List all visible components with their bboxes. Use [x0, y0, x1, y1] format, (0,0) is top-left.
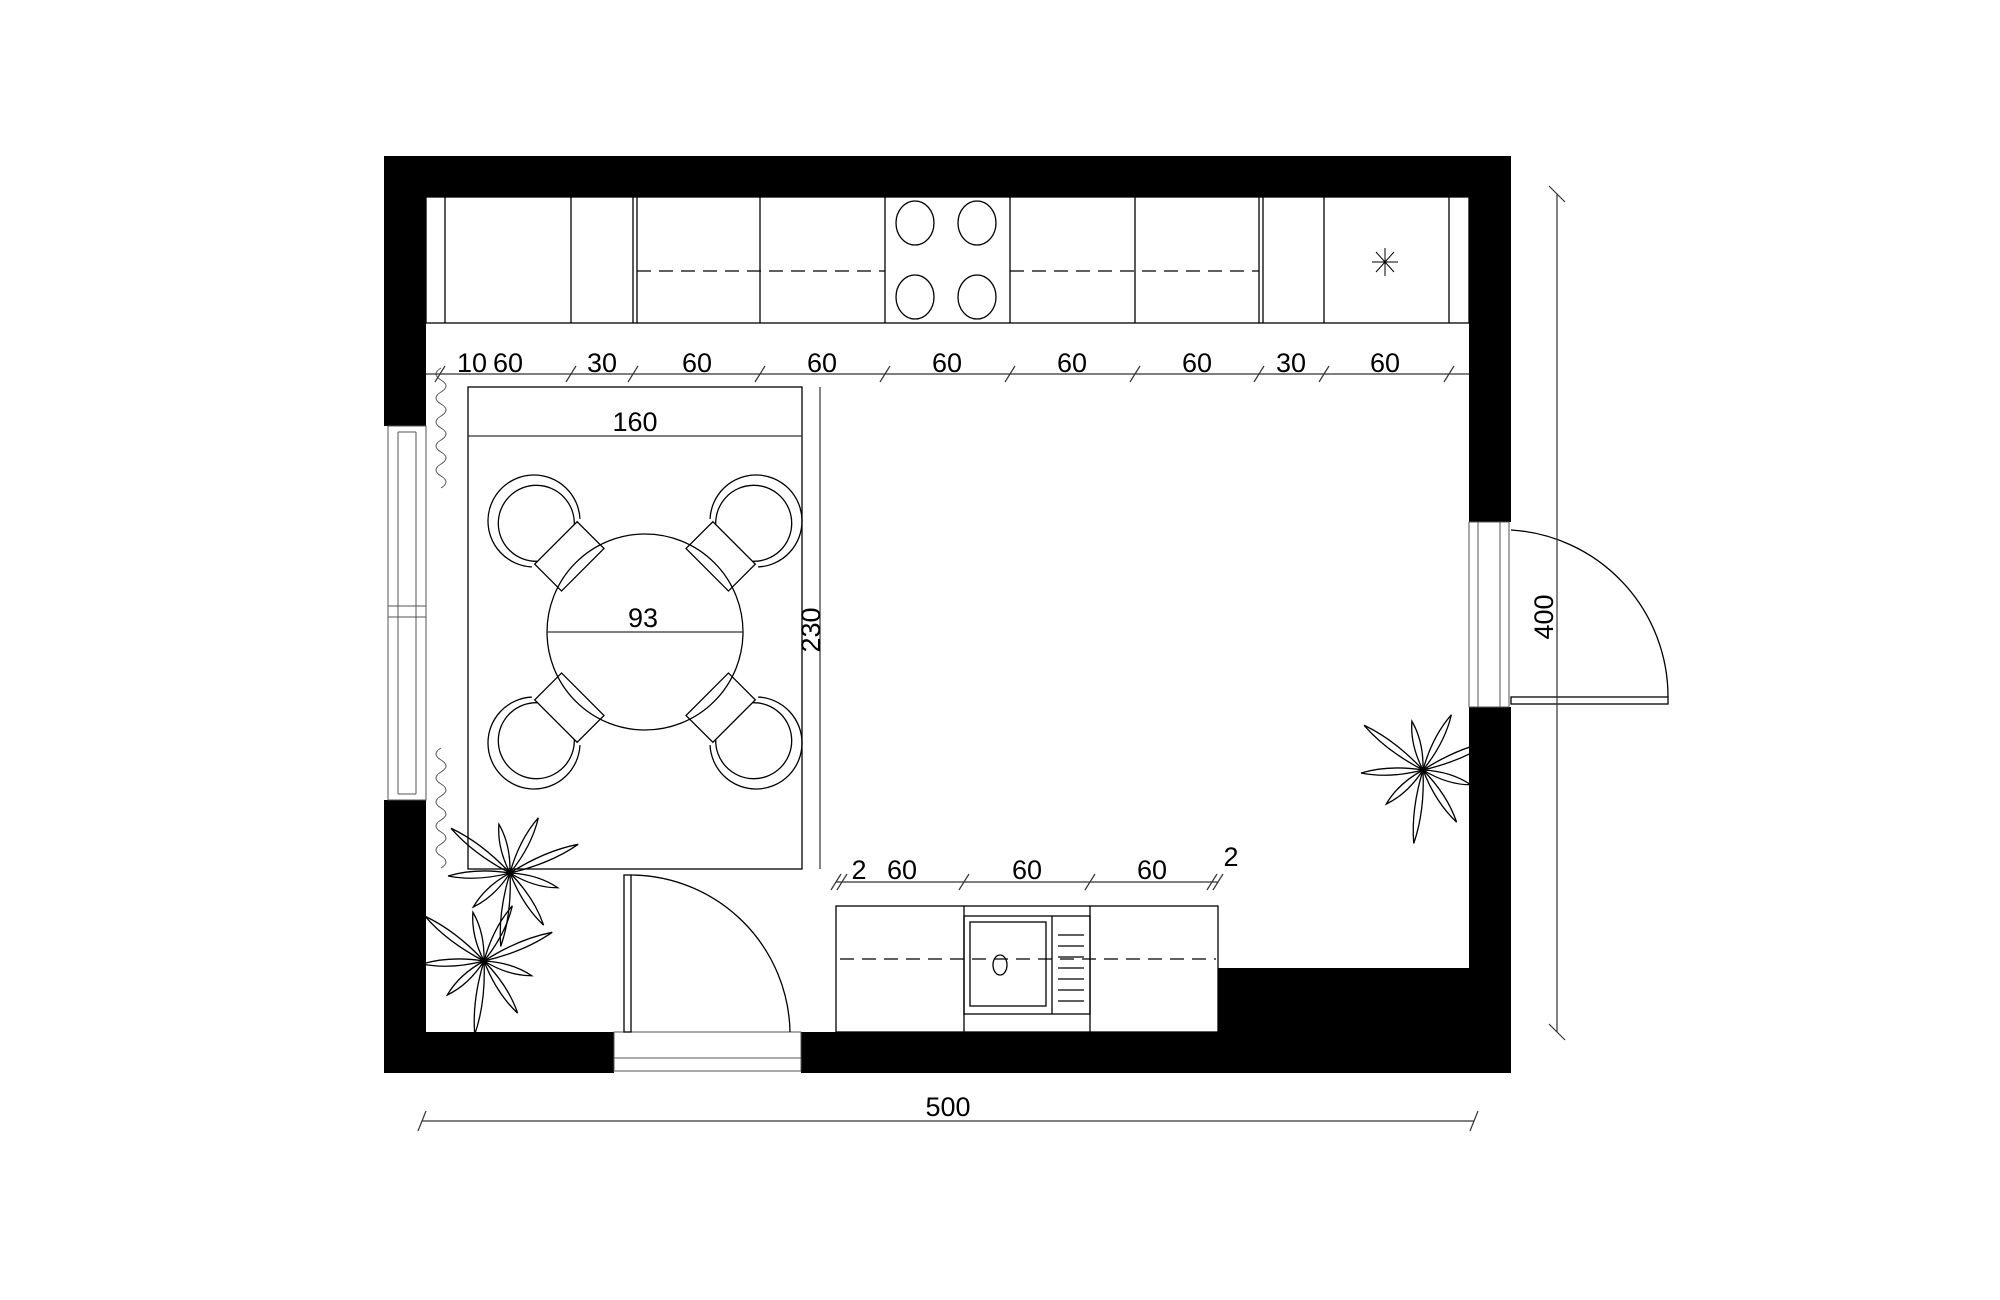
- wall-bottom-left: [384, 1032, 614, 1073]
- curtain-upper-icon: [435, 367, 447, 489]
- room-width-dimension: 500: [417, 1092, 1479, 1132]
- bottom-dimension-chain: 2 60 60 60 2: [830, 842, 1239, 891]
- dim-label: 60: [887, 855, 917, 885]
- dim-label: 60: [1012, 855, 1042, 885]
- dimension-tick: [1129, 365, 1141, 383]
- wall-right-upper: [1469, 156, 1511, 522]
- dining-width-label: 160: [612, 407, 657, 437]
- chair: [685, 474, 803, 592]
- wall-left-lower: [384, 800, 426, 1073]
- room-width-label: 500: [925, 1092, 970, 1122]
- bottom-counter: [835, 905, 1219, 1033]
- wall-right-lower: [1469, 707, 1511, 1073]
- dimension-tick: [565, 365, 577, 383]
- dim-label: 2: [1223, 842, 1238, 872]
- plant-icon: [1360, 714, 1492, 844]
- dimension-tick: [1084, 873, 1096, 891]
- dimension-tick: [1212, 873, 1224, 891]
- wall-top: [384, 156, 1511, 197]
- dining-rug: [467, 386, 803, 870]
- dim-label: 30: [587, 348, 617, 378]
- dim-label: 30: [1276, 348, 1306, 378]
- lamp-star-icon: [1372, 248, 1398, 276]
- bottom-door: [613, 874, 802, 1072]
- dimension-tick: [1206, 873, 1218, 891]
- dim-label: 60: [807, 348, 837, 378]
- dimension-tick: [434, 365, 446, 383]
- plant-icon: [421, 905, 553, 1035]
- sink-icon: [963, 915, 1091, 1015]
- dimension-tick: [1253, 365, 1265, 383]
- dimension-tick: [836, 873, 848, 891]
- walls: [384, 156, 1511, 1073]
- left-window: [387, 425, 427, 801]
- cooktop-burners-icon: [895, 200, 997, 320]
- dim-label: 10: [457, 348, 487, 378]
- dimension-tick: [1004, 365, 1016, 383]
- dining-depth-label: 230: [796, 607, 826, 652]
- dimension-tick: [1318, 365, 1330, 383]
- dim-label: 60: [1137, 855, 1167, 885]
- dimension-tick: [1443, 365, 1455, 383]
- chair: [487, 672, 605, 790]
- dimension-tick: [879, 365, 891, 383]
- dining-area: 160 230 93: [467, 386, 826, 870]
- wall-bottom-right-block: [1218, 968, 1469, 1032]
- dim-label: 60: [1182, 348, 1212, 378]
- plant-icon: [447, 817, 579, 947]
- dim-label: 60: [1057, 348, 1087, 378]
- curtain-lower-icon: [435, 747, 447, 869]
- wall-bottom-right: [801, 1032, 1511, 1073]
- table-diameter-label: 93: [628, 603, 658, 633]
- dim-label: 60: [682, 348, 712, 378]
- wall-left-upper: [384, 156, 426, 426]
- chair: [685, 672, 803, 790]
- chair: [487, 474, 605, 592]
- dim-label: 60: [932, 348, 962, 378]
- room-depth-dimension: 400: [1529, 185, 1566, 1041]
- dim-label: 2: [851, 855, 866, 885]
- dim-label: 60: [1370, 348, 1400, 378]
- dimension-tick: [958, 873, 970, 891]
- dim-label: 60: [493, 348, 523, 378]
- dimension-tick: [754, 365, 766, 383]
- room-depth-label: 400: [1529, 594, 1559, 639]
- top-counter: [425, 196, 1470, 324]
- right-door: [1468, 521, 1669, 708]
- top-dimension-chain: 10 60 30 60 60 60 60 60 30 60: [426, 348, 1469, 383]
- dimension-tick: [627, 365, 639, 383]
- dimension-tick: [830, 873, 842, 891]
